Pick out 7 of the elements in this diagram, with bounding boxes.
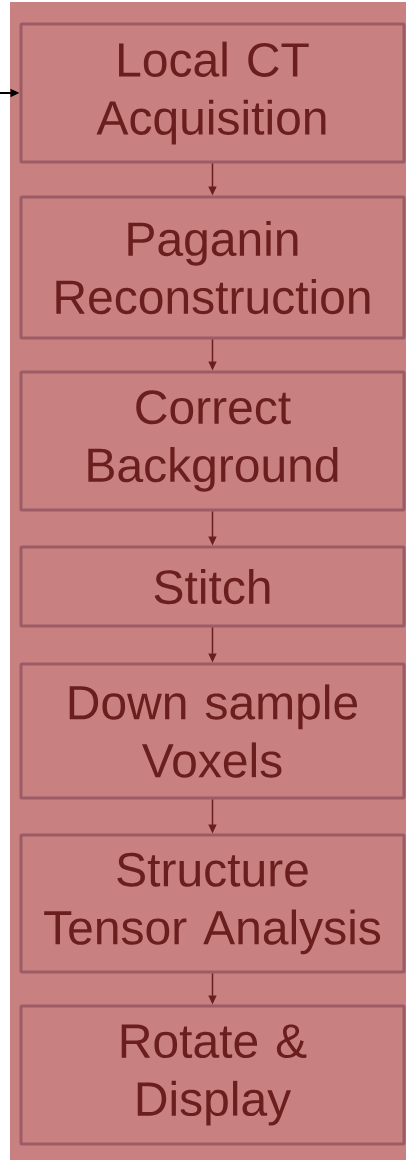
process-box: Structure Tensor Analysis — [19, 833, 406, 974]
process-box: Local CT Acquisition — [19, 22, 406, 164]
process-box: Paganin Reconstruction — [19, 195, 406, 340]
process-box: Down sample Voxels — [19, 662, 406, 800]
process-box: Correct Background — [19, 370, 406, 512]
process-box: Rotate & Display — [19, 1004, 406, 1146]
process-box: Stitch — [19, 545, 406, 628]
